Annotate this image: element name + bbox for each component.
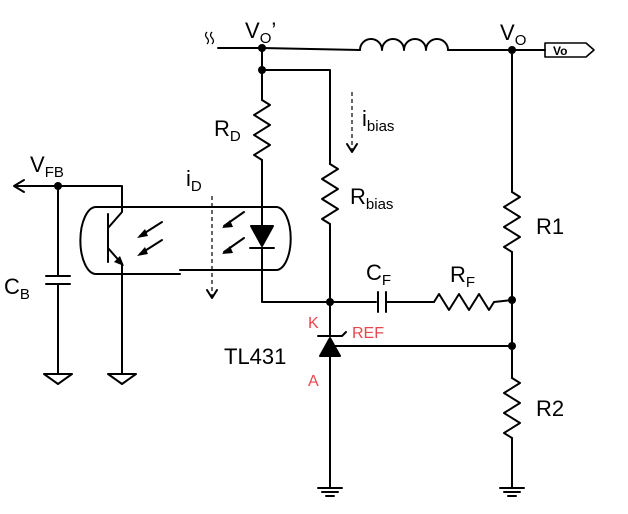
capacitor-cf [377, 291, 387, 313]
wire-led-bottom [261, 247, 331, 303]
tl431-bar [317, 331, 347, 337]
phototransistor-light-arrows [137, 221, 163, 256]
resistor-rbias [321, 163, 339, 225]
phototransistor-collector [57, 185, 123, 229]
label-ibias: ibias [362, 106, 394, 135]
label-r1: R1 [536, 214, 564, 239]
label-tl431: TL431 [224, 344, 286, 369]
ground-tl431 [317, 487, 343, 497]
phototransistor-emitter [107, 247, 123, 375]
label-vfb: VFB [30, 152, 64, 181]
label-vo-tag: Vo [553, 44, 567, 58]
ground-r2 [499, 487, 525, 497]
label-rf: RF [450, 262, 475, 291]
phototransistor-emitter-arrow [114, 256, 124, 266]
capacitor-cb [45, 275, 71, 285]
vfb-arrow [13, 179, 25, 193]
top-rail-left [217, 47, 361, 51]
label-id: iD [186, 166, 202, 195]
label-cb: CB [4, 274, 30, 303]
input-break-symbol [204, 31, 215, 45]
resistor-rf [433, 293, 495, 311]
resistor-rd [253, 99, 271, 161]
inductor [359, 38, 449, 51]
optocoupler-transistor-housing [79, 206, 181, 275]
led-diode [250, 225, 274, 247]
label-vo: VO [500, 20, 526, 49]
label-r2: R2 [536, 396, 564, 421]
ibias-current-arrow [346, 92, 358, 153]
resistor-r2 [503, 377, 521, 439]
id-current-arrow [206, 196, 218, 299]
led-emission-arrows [222, 211, 245, 254]
label-cf: CF [366, 260, 391, 289]
optocoupler-led-housing [179, 206, 292, 271]
label-pin-a: A [308, 373, 319, 390]
resistor-r1 [503, 191, 521, 253]
vo-output-tag [544, 42, 595, 58]
label-rbias: Rbias [350, 184, 393, 213]
label-vo-prime: VO’ [245, 18, 276, 47]
wire-rbias-top [261, 69, 331, 165]
label-pin-ref: REF [352, 325, 384, 342]
ground-cb [43, 373, 73, 385]
label-rd: RD [214, 116, 241, 145]
ground-transistor [107, 373, 137, 385]
label-pin-k: K [308, 315, 319, 332]
wire-rf-node [493, 299, 513, 303]
